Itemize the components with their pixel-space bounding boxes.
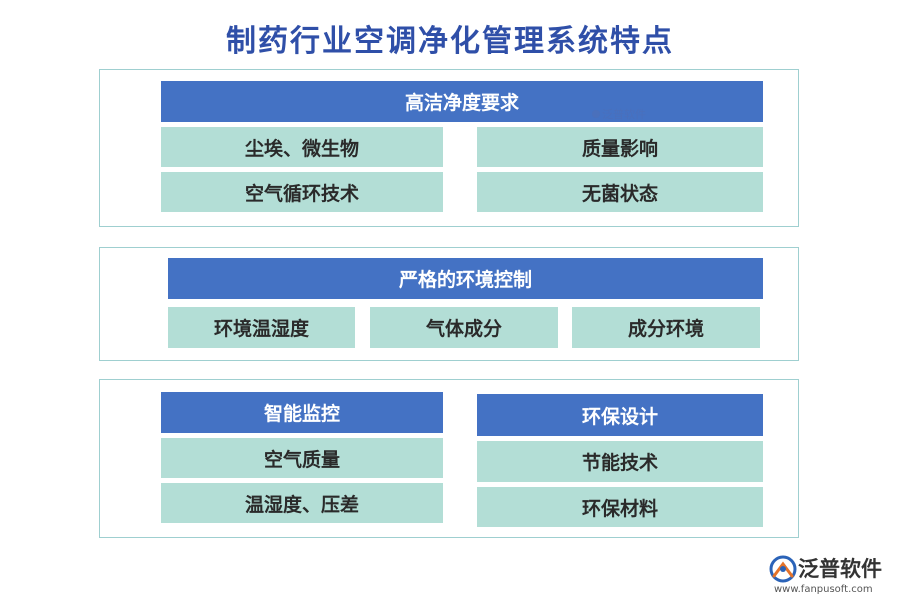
fanpu-logo-icon (769, 555, 797, 583)
header-eco-design: 环保设计 (477, 394, 763, 436)
cell-dust-microbes: 尘埃、微生物 (161, 127, 443, 167)
watermark-text: 泛普软件 (602, 108, 646, 121)
brand-name: 泛普软件 (798, 557, 882, 581)
brand-url: www.fanpusoft.com (774, 584, 873, 595)
cell-gas-composition: 气体成分 (370, 307, 558, 348)
cell-component-environment: 成分环境 (572, 307, 760, 348)
cell-air-quality: 空气质量 (161, 438, 443, 478)
cell-quality-impact: 质量影响 (477, 127, 763, 167)
cell-air-circulation: 空气循环技术 (161, 172, 443, 212)
watermark-logo-icon (592, 110, 600, 118)
header-smart-monitoring: 智能监控 (161, 392, 443, 433)
cell-eco-materials: 环保材料 (477, 487, 763, 527)
header-high-cleanliness: 高洁净度要求 (161, 81, 763, 122)
watermark: 泛普软件 (592, 106, 646, 122)
cell-temp-humidity: 环境温湿度 (168, 307, 355, 348)
cell-temp-humidity-pressure: 温湿度、压差 (161, 483, 443, 523)
header-environment-control: 严格的环境控制 (168, 258, 763, 299)
brand-logo-block: 泛普软件 www.fanpusoft.com (768, 552, 896, 596)
cell-energy-saving: 节能技术 (477, 441, 763, 482)
diagram-title: 制药行业空调净化管理系统特点 (226, 24, 674, 59)
cell-sterile-state: 无菌状态 (477, 172, 763, 212)
